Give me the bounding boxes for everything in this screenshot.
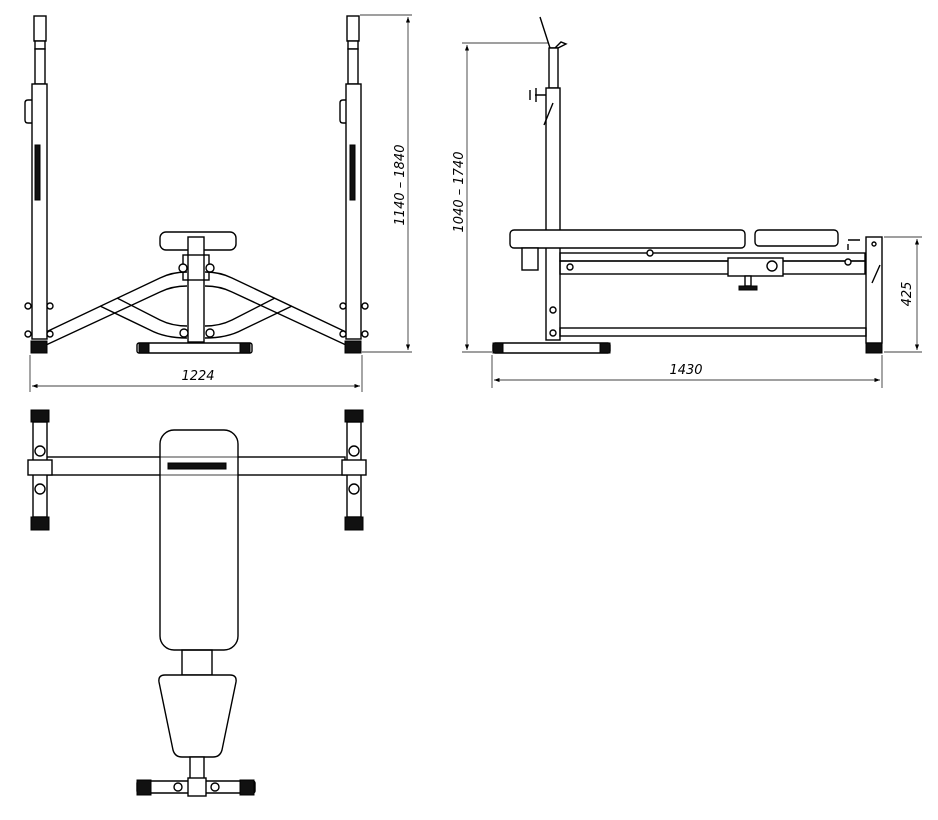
top-seat-pad bbox=[158, 674, 237, 758]
front-height-dimension: 1140 – 1840 bbox=[360, 14, 412, 353]
side-seat-pad bbox=[754, 229, 839, 247]
side-back-pad bbox=[509, 229, 746, 249]
front-height-label: 1140 – 1840 bbox=[393, 145, 408, 226]
side-height-label: 1040 – 1740 bbox=[452, 152, 467, 233]
right-upright bbox=[339, 15, 369, 354]
seat-height-dimension: 425 bbox=[884, 236, 922, 353]
side-length-dimension: 1430 bbox=[491, 355, 883, 388]
top-view bbox=[27, 409, 367, 797]
front-seat-assembly bbox=[136, 231, 253, 354]
side-view: 1040 – 1740 1430 425 bbox=[452, 16, 922, 388]
front-width-dimension: 1224 bbox=[29, 355, 363, 392]
top-right-post bbox=[341, 409, 367, 531]
left-upright bbox=[24, 15, 54, 354]
brand-logo bbox=[167, 462, 227, 470]
side-height-dimension: 1040 – 1740 bbox=[452, 42, 548, 353]
seat-height-label: 425 bbox=[900, 282, 915, 307]
top-left-post bbox=[27, 409, 53, 531]
side-upright bbox=[529, 16, 568, 341]
front-width-label: 1224 bbox=[181, 369, 214, 384]
side-length-label: 1430 bbox=[669, 363, 702, 378]
front-view: 1140 – 1840 1224 bbox=[24, 14, 412, 392]
